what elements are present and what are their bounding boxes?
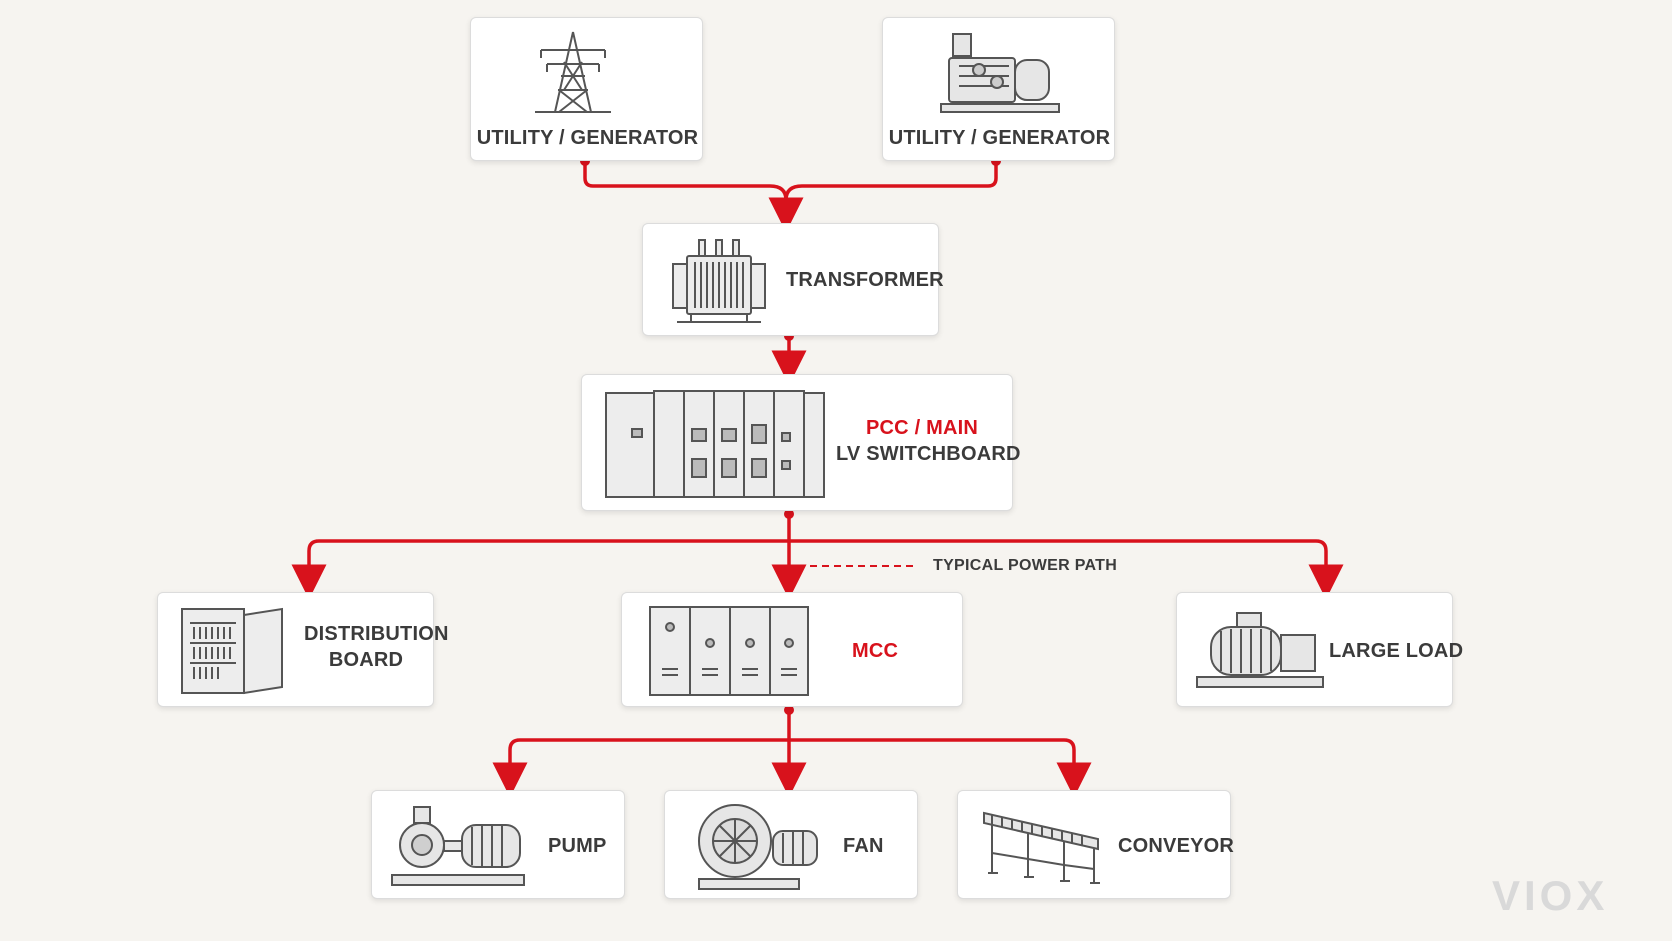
- conveyor-icon: [983, 811, 1100, 884]
- transmission-tower-icon: [535, 31, 611, 113]
- fan-label: FAN: [843, 835, 884, 857]
- large-load-box: LARGE LOAD: [1176, 592, 1463, 707]
- utility-generator-right-box: UTILITY / GENERATOR: [882, 17, 1115, 161]
- mcc-label: MCC: [852, 640, 899, 662]
- conveyor-box: CONVEYOR: [957, 790, 1235, 899]
- generator-set-icon: [940, 33, 1060, 113]
- distribution-board-icon: [181, 607, 283, 695]
- large-load-label: LARGE LOAD: [1329, 640, 1464, 662]
- transformer-box: TRANSFORMER: [642, 223, 944, 336]
- utility-generator-right-label: UTILITY / GENERATOR: [888, 127, 1111, 149]
- wire-mcc-pump: [492, 738, 789, 798]
- switchboard-icon: [605, 390, 825, 498]
- transformer-icon: [672, 239, 766, 323]
- wire-pcc-large-load: [789, 539, 1344, 600]
- pcc-main-lv-switchboard-box: PCC / MAIN LV SWITCHBOARD: [581, 374, 1021, 511]
- pcc-main-title: PCC / MAIN: [866, 417, 978, 439]
- wire-pcc-distribution: [291, 539, 789, 600]
- wire-mcc-conveyor: [789, 738, 1092, 798]
- wire-utility-left: [583, 161, 804, 233]
- conveyor-label: CONVEYOR: [1118, 835, 1235, 857]
- pump-box: PUMP: [371, 790, 625, 899]
- distribution-board-box: DISTRIBUTION BOARD: [157, 592, 449, 707]
- lv-switchboard-title: LV SWITCHBOARD: [836, 443, 1021, 465]
- utility-generator-left-label: UTILITY / GENERATOR: [476, 127, 699, 149]
- transformer-label: TRANSFORMER: [786, 269, 944, 291]
- motor-icon: [1196, 612, 1324, 688]
- legend-typical-power-path: TYPICAL POWER PATH: [933, 557, 1118, 574]
- mcc-panel-icon: [649, 606, 809, 696]
- distribution-title: DISTRIBUTION: [304, 623, 449, 645]
- fan-box: FAN: [664, 790, 918, 899]
- fan-icon: [698, 804, 818, 890]
- mcc-box: MCC: [621, 592, 963, 707]
- viox-watermark-logo: VIOX: [1492, 872, 1609, 919]
- distribution-board-label: DISTRIBUTION BOARD: [304, 621, 449, 673]
- wire-utility-right: [784, 161, 998, 201]
- pump-label: PUMP: [548, 835, 607, 857]
- node-dot: [784, 705, 794, 715]
- pump-icon: [391, 806, 525, 886]
- pcc-main-lv-switchboard-label: PCC / MAIN LV SWITCHBOARD: [836, 415, 1021, 467]
- utility-generator-left-box: UTILITY / GENERATOR: [470, 17, 703, 161]
- node-dot: [784, 509, 794, 519]
- board-title: BOARD: [328, 649, 404, 671]
